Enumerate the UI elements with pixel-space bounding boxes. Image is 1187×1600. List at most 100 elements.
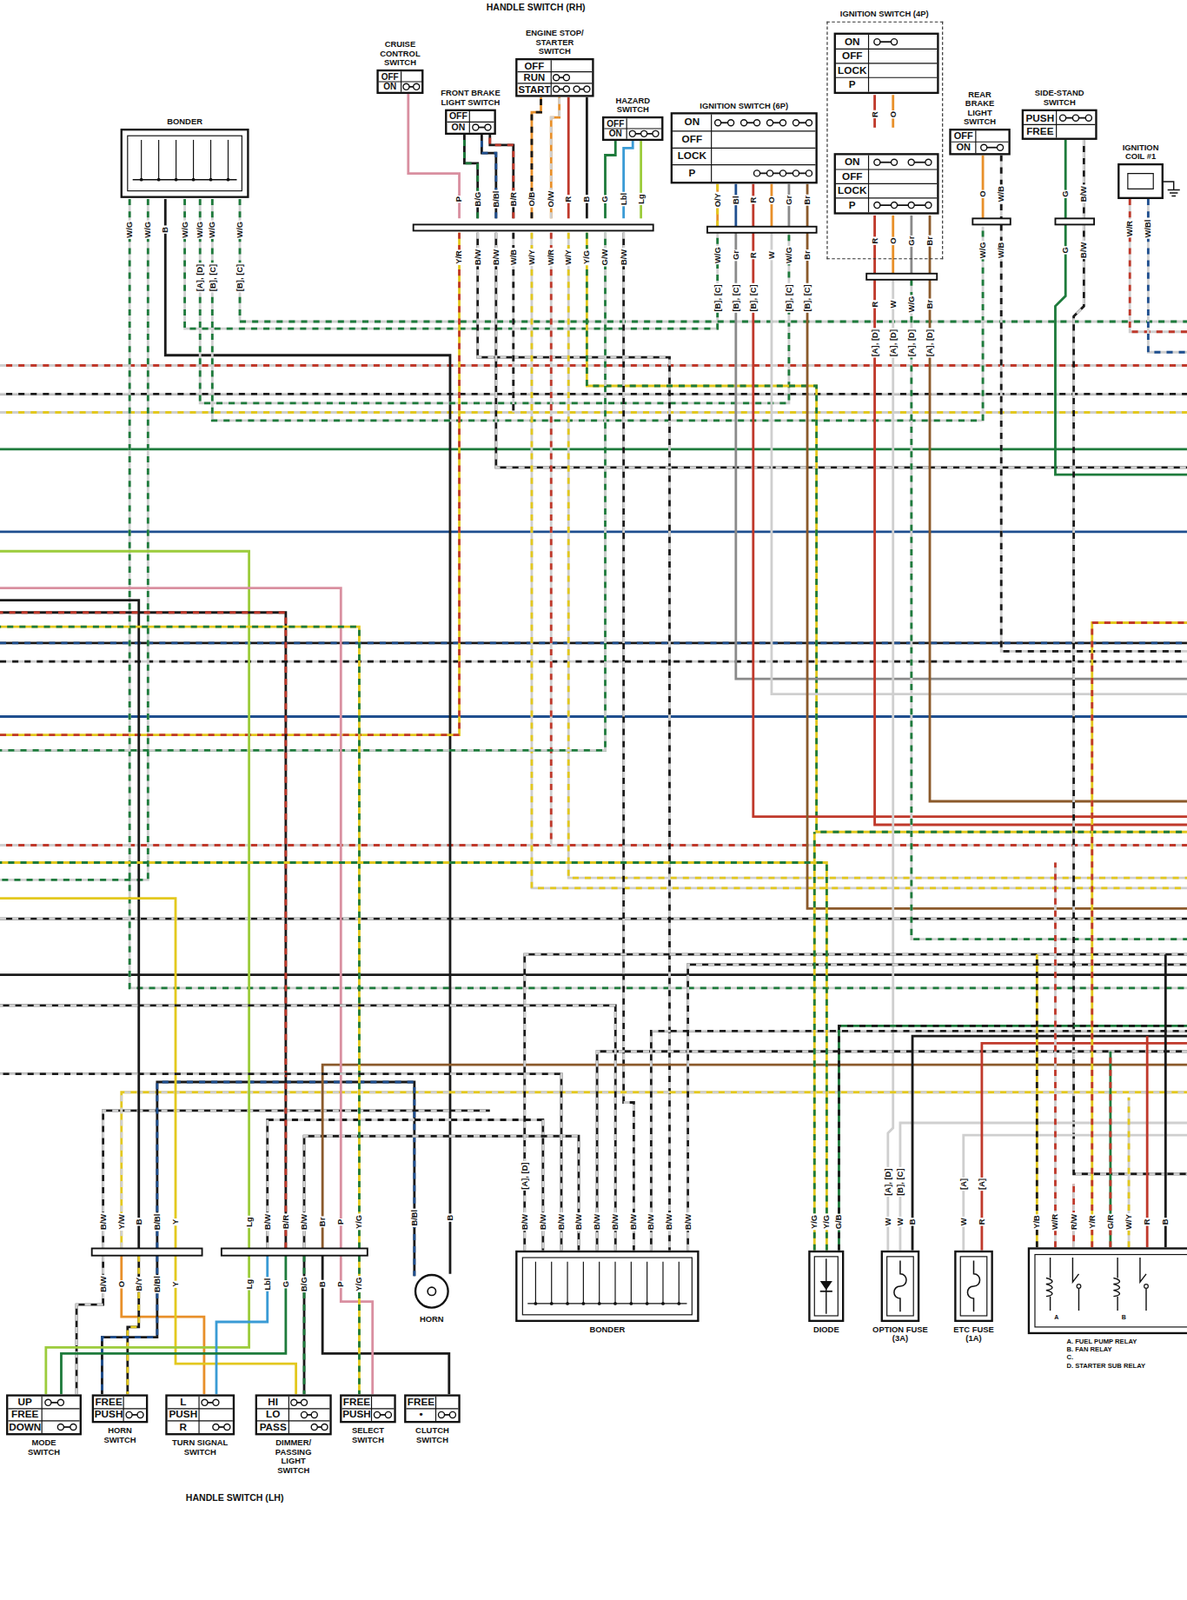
contact (925, 202, 932, 209)
contact (652, 130, 659, 137)
wire-code: G/W (600, 247, 611, 266)
switch-table: HAZARD SWITCHOFFON (602, 116, 664, 141)
connector-bar (866, 273, 937, 280)
wire-code: W/Bl (1143, 218, 1154, 239)
wire-stripe (623, 232, 635, 1251)
wire-code: Lg (636, 192, 646, 206)
wire-code: W/G (143, 220, 153, 239)
wire (0, 973, 1187, 976)
wire (770, 183, 774, 226)
wire-stripe (0, 232, 606, 750)
drawing (894, 1260, 907, 1313)
wire (0, 642, 1187, 645)
contact (57, 1399, 64, 1406)
switch-position: P (835, 198, 869, 213)
relay-coil (1046, 1257, 1053, 1311)
wire-stripe (838, 1025, 1187, 1250)
switch-position: PUSH (167, 1408, 199, 1421)
contact (201, 1399, 208, 1406)
drawing (550, 59, 552, 95)
wire-code: Gr (907, 235, 917, 247)
wire-stripe (0, 626, 359, 1248)
symbol (810, 1252, 843, 1320)
wire (736, 232, 1187, 679)
wire-code: Y/B (1032, 1213, 1042, 1230)
wire-code: W (888, 298, 898, 309)
drawing (835, 77, 937, 79)
wire-stripe (0, 392, 1187, 396)
wire-code: B/W (519, 1213, 530, 1232)
switch-table: DIMMER/ PASSING LIGHT SWITCHHILOPASS (255, 1393, 332, 1435)
drawing (1023, 124, 1095, 126)
contact (291, 1399, 298, 1406)
wire (0, 862, 827, 1250)
wire (121, 1092, 1187, 1249)
contact (321, 1423, 328, 1430)
wire (912, 1035, 1187, 1251)
drawing (678, 1261, 680, 1304)
wire-stripe (813, 831, 816, 1251)
wire-code: W/B (509, 248, 519, 267)
wire-code: B/G (299, 1275, 310, 1293)
wire-code: O/W (546, 189, 557, 208)
wire-code: W/G (784, 245, 795, 265)
wire (304, 1135, 579, 1251)
switch-table: CLUTCH SWITCHFREE• (404, 1393, 461, 1423)
wire-code: O (888, 236, 898, 246)
wire-code: W/R (1125, 219, 1135, 239)
wire-stripe (129, 198, 1187, 989)
wire (596, 1051, 1187, 1251)
drawing (1034, 1254, 1187, 1327)
drawing (646, 1261, 648, 1304)
switch-position: P (672, 165, 712, 182)
wire-code: W/Y (527, 248, 538, 266)
relay-letter: A (1054, 1313, 1059, 1321)
drawing (192, 139, 194, 180)
wire-code: P (336, 1218, 346, 1227)
wire-stripe (524, 954, 1187, 1251)
wire-code: B (133, 1217, 144, 1226)
drawing (974, 130, 976, 153)
drawing (175, 139, 177, 180)
wire-code: B (160, 225, 171, 234)
wire (1147, 198, 1187, 352)
contact (583, 86, 591, 93)
wire-code: Y/G (822, 1213, 832, 1231)
drawing (550, 1261, 552, 1304)
wire (46, 1255, 250, 1395)
contact (300, 1399, 307, 1406)
wire (963, 1134, 1187, 1251)
wire-stripe (267, 1119, 544, 1250)
drawing (157, 178, 161, 182)
wire-stripe (550, 232, 553, 846)
wire-stripe (185, 198, 718, 329)
switch-position: FREE (1023, 124, 1057, 138)
wire-code: O (767, 195, 777, 205)
wire (1092, 622, 1187, 1247)
wire (0, 198, 148, 880)
wire-code: B/Bl (152, 1212, 163, 1231)
drawing (626, 118, 628, 139)
wire-stripe (101, 1255, 157, 1395)
wire-code: B/W (683, 1213, 693, 1232)
drawing (435, 1396, 437, 1421)
wire-code: [A], [D] (195, 263, 206, 293)
wire-code: B/W (98, 1274, 108, 1294)
wire-code: B (908, 1217, 918, 1226)
switch-position: PUSH (93, 1408, 124, 1421)
connector-bar (92, 1247, 203, 1255)
drawing (614, 1261, 616, 1304)
wire (0, 1074, 562, 1251)
wire (0, 843, 1187, 847)
wire-stripe (688, 964, 1187, 1251)
wire (900, 1122, 1187, 1251)
switch-position: LOCK (835, 63, 869, 78)
wire-code: R (1142, 1217, 1153, 1226)
symbol (882, 1252, 918, 1320)
wire-code: Br (802, 194, 813, 206)
switch-position: PUSH (341, 1408, 372, 1421)
contact (641, 130, 648, 137)
drawing (835, 48, 937, 50)
horn-symbol: HORN (413, 1273, 451, 1310)
wire-stripe (0, 660, 1187, 664)
